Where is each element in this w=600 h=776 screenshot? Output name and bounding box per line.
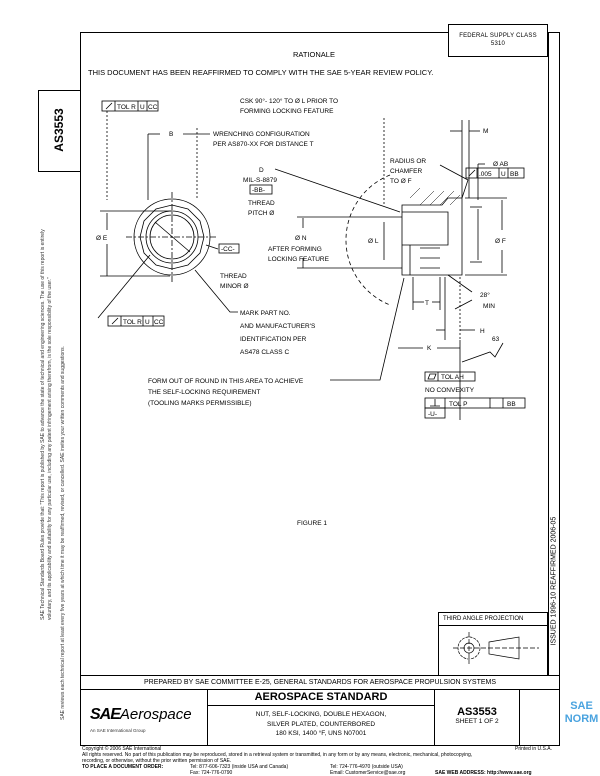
fcf-bottom-datum-2: CC xyxy=(154,319,164,326)
third-angle-projection: THIRD ANGLE PROJECTION xyxy=(438,612,548,675)
tel-outside: Tel: 724-776-4970 (outside USA) xyxy=(330,764,403,770)
perp-datum: BB xyxy=(507,401,516,408)
datum-u: -U- xyxy=(428,411,437,418)
rights-2: recording, or otherwise, without the pri… xyxy=(82,758,232,764)
dim-n-note-1: AFTER FORMING xyxy=(268,246,322,253)
number-cell: AS3553 SHEET 1 OF 2 xyxy=(435,690,520,746)
dim-t: T xyxy=(425,300,429,307)
title-line-2: SILVER PLATED, COUNTERBORED xyxy=(266,720,376,728)
standard-heading: AEROSPACE STANDARD xyxy=(208,690,434,706)
flatness-tol: TOL AH xyxy=(441,374,464,381)
dim-m: M xyxy=(483,128,488,135)
projection-symbol-icon xyxy=(453,632,539,664)
dim-b: B xyxy=(169,131,173,138)
email: Email: CustomerService@sae.org xyxy=(330,770,406,776)
perp-tol: TOL P xyxy=(449,401,467,408)
thread-minor-1: THREAD xyxy=(220,273,247,280)
fcf-bottom-tol: TOL R xyxy=(123,319,142,326)
surface-finish: 63 xyxy=(492,336,500,343)
dim-n: Ø N xyxy=(295,235,307,242)
flatness-note: NO CONVEXITY xyxy=(425,387,475,394)
copyright: Copyright © 2006 SAE International xyxy=(82,746,162,752)
issue-strip: ISSUED 1996-10 REAFFIRMED 2006-05 xyxy=(548,32,561,675)
thread-minor-2: MINOR Ø xyxy=(220,283,249,290)
datum-cc: -CC- xyxy=(221,246,235,253)
sae-logo: SAEAerospace An SAE International Group xyxy=(80,690,208,746)
wrenching-2: PER AS870-XX FOR DISTANCE T xyxy=(213,141,314,148)
mark-note-3: IDENTIFICATION PER xyxy=(240,336,307,343)
thread-spec: MIL-S-8879 xyxy=(243,177,277,184)
printed-in: Printed in U.S.A. xyxy=(515,746,552,752)
fcf-top-datum-1: U xyxy=(140,104,145,111)
title-line-1: NUT, SELF-LOCKING, DOUBLE HEXAGON, xyxy=(255,711,387,718)
dim-ab: Ø AB xyxy=(493,161,508,168)
datum-bb: -BB- xyxy=(252,187,265,194)
csk-note-1: CSK 90°- 120° TO Ø L PRIOR TO xyxy=(240,97,338,105)
radius-note-1: RADIUS OR xyxy=(390,158,426,165)
logo-sae: SAE xyxy=(90,706,121,723)
radius-note-2: CHAMFER xyxy=(390,168,422,175)
side-doc-number-box: AS3553 xyxy=(38,90,80,172)
fcf-bottom-datum-1: U xyxy=(145,319,150,326)
dim-l: Ø L xyxy=(368,238,379,245)
dim-f: Ø F xyxy=(495,238,506,245)
dim-e: Ø E xyxy=(96,235,108,242)
dim-h: H xyxy=(480,328,485,335)
runout-icon xyxy=(105,102,113,110)
fcf-top-box xyxy=(101,100,159,112)
mark-note-4: AS478 CLASS C xyxy=(240,349,289,356)
csk-note-2: FORMING LOCKING FEATURE xyxy=(240,108,334,115)
logo-aerospace: Aerospace xyxy=(119,706,192,723)
tel-inside: Tel: 877-606-7323 (inside USA and Canada… xyxy=(190,764,289,770)
fax: Fax: 724-776-0790 xyxy=(190,770,233,776)
rationale-text: THIS DOCUMENT HAS BEEN REAFFIRMED TO COM… xyxy=(88,68,434,77)
title-cell: AEROSPACE STANDARD NUT, SELF-LOCKING, DO… xyxy=(208,690,435,746)
logo-tagline: An SAE International Group xyxy=(90,728,146,733)
figure-label: FIGURE 1 xyxy=(297,520,327,527)
rationale-title: RATIONALE xyxy=(293,50,335,59)
watermark: SAE NORM xyxy=(564,700,599,725)
thread-pitch: PITCH Ø xyxy=(248,210,274,217)
title-line-3: 180 KSI, 1400 °F, UNS N07001 xyxy=(275,730,367,737)
fcf-top-datum-2: CC xyxy=(148,104,158,111)
form-note-2: THE SELF-LOCKING REQUIREMENT xyxy=(148,389,260,396)
form-note-1: FORM OUT OF ROUND IN THIS AREA TO ACHIEV… xyxy=(148,378,304,385)
rights: All rights reserved. No part of this pub… xyxy=(82,752,473,758)
fcf-top-tol: TOL R xyxy=(117,104,136,111)
projection-label: THIRD ANGLE PROJECTION xyxy=(439,613,547,626)
fsc-value: 5310 xyxy=(490,41,506,47)
thread-d: D xyxy=(259,167,264,174)
dim-n-note-2: LOCKING FEATURE xyxy=(268,256,330,263)
fcf-ab-datum-1: U xyxy=(501,171,506,178)
prepared-by: PREPARED BY SAE COMMITTEE E-25, GENERAL … xyxy=(80,675,560,690)
fcf-ab-tol: .005 xyxy=(479,171,492,178)
fsc-label: FEDERAL SUPPLY CLASS xyxy=(459,33,537,39)
doc-number: AS3553 xyxy=(457,706,497,718)
radius-note-3: TO Ø F xyxy=(390,178,412,185)
dim-k: K xyxy=(427,345,432,352)
fcf-ab-datum-2: BB xyxy=(510,171,519,178)
sheet-number: SHEET 1 OF 2 xyxy=(455,718,499,725)
drawing-frame xyxy=(80,32,560,746)
web-address: SAE WEB ADDRESS: http://www.sae.org xyxy=(435,770,532,776)
mark-note-1: MARK PART NO. xyxy=(240,310,291,317)
order-label: TO PLACE A DOCUMENT ORDER: xyxy=(82,764,164,770)
federal-supply-class-box: FEDERAL SUPPLY CLASS 5310 xyxy=(448,24,548,57)
angle-value: 28° xyxy=(480,291,490,299)
thread-label: THREAD xyxy=(248,200,275,207)
mark-note-2: AND MANUFACTURER'S xyxy=(240,323,316,330)
form-note-3: (TOOLING MARKS PERMISSIBLE) xyxy=(148,400,252,407)
angle-min: MIN xyxy=(483,303,495,310)
wrenching-1: WRENCHING CONFIGURATION xyxy=(213,131,310,138)
